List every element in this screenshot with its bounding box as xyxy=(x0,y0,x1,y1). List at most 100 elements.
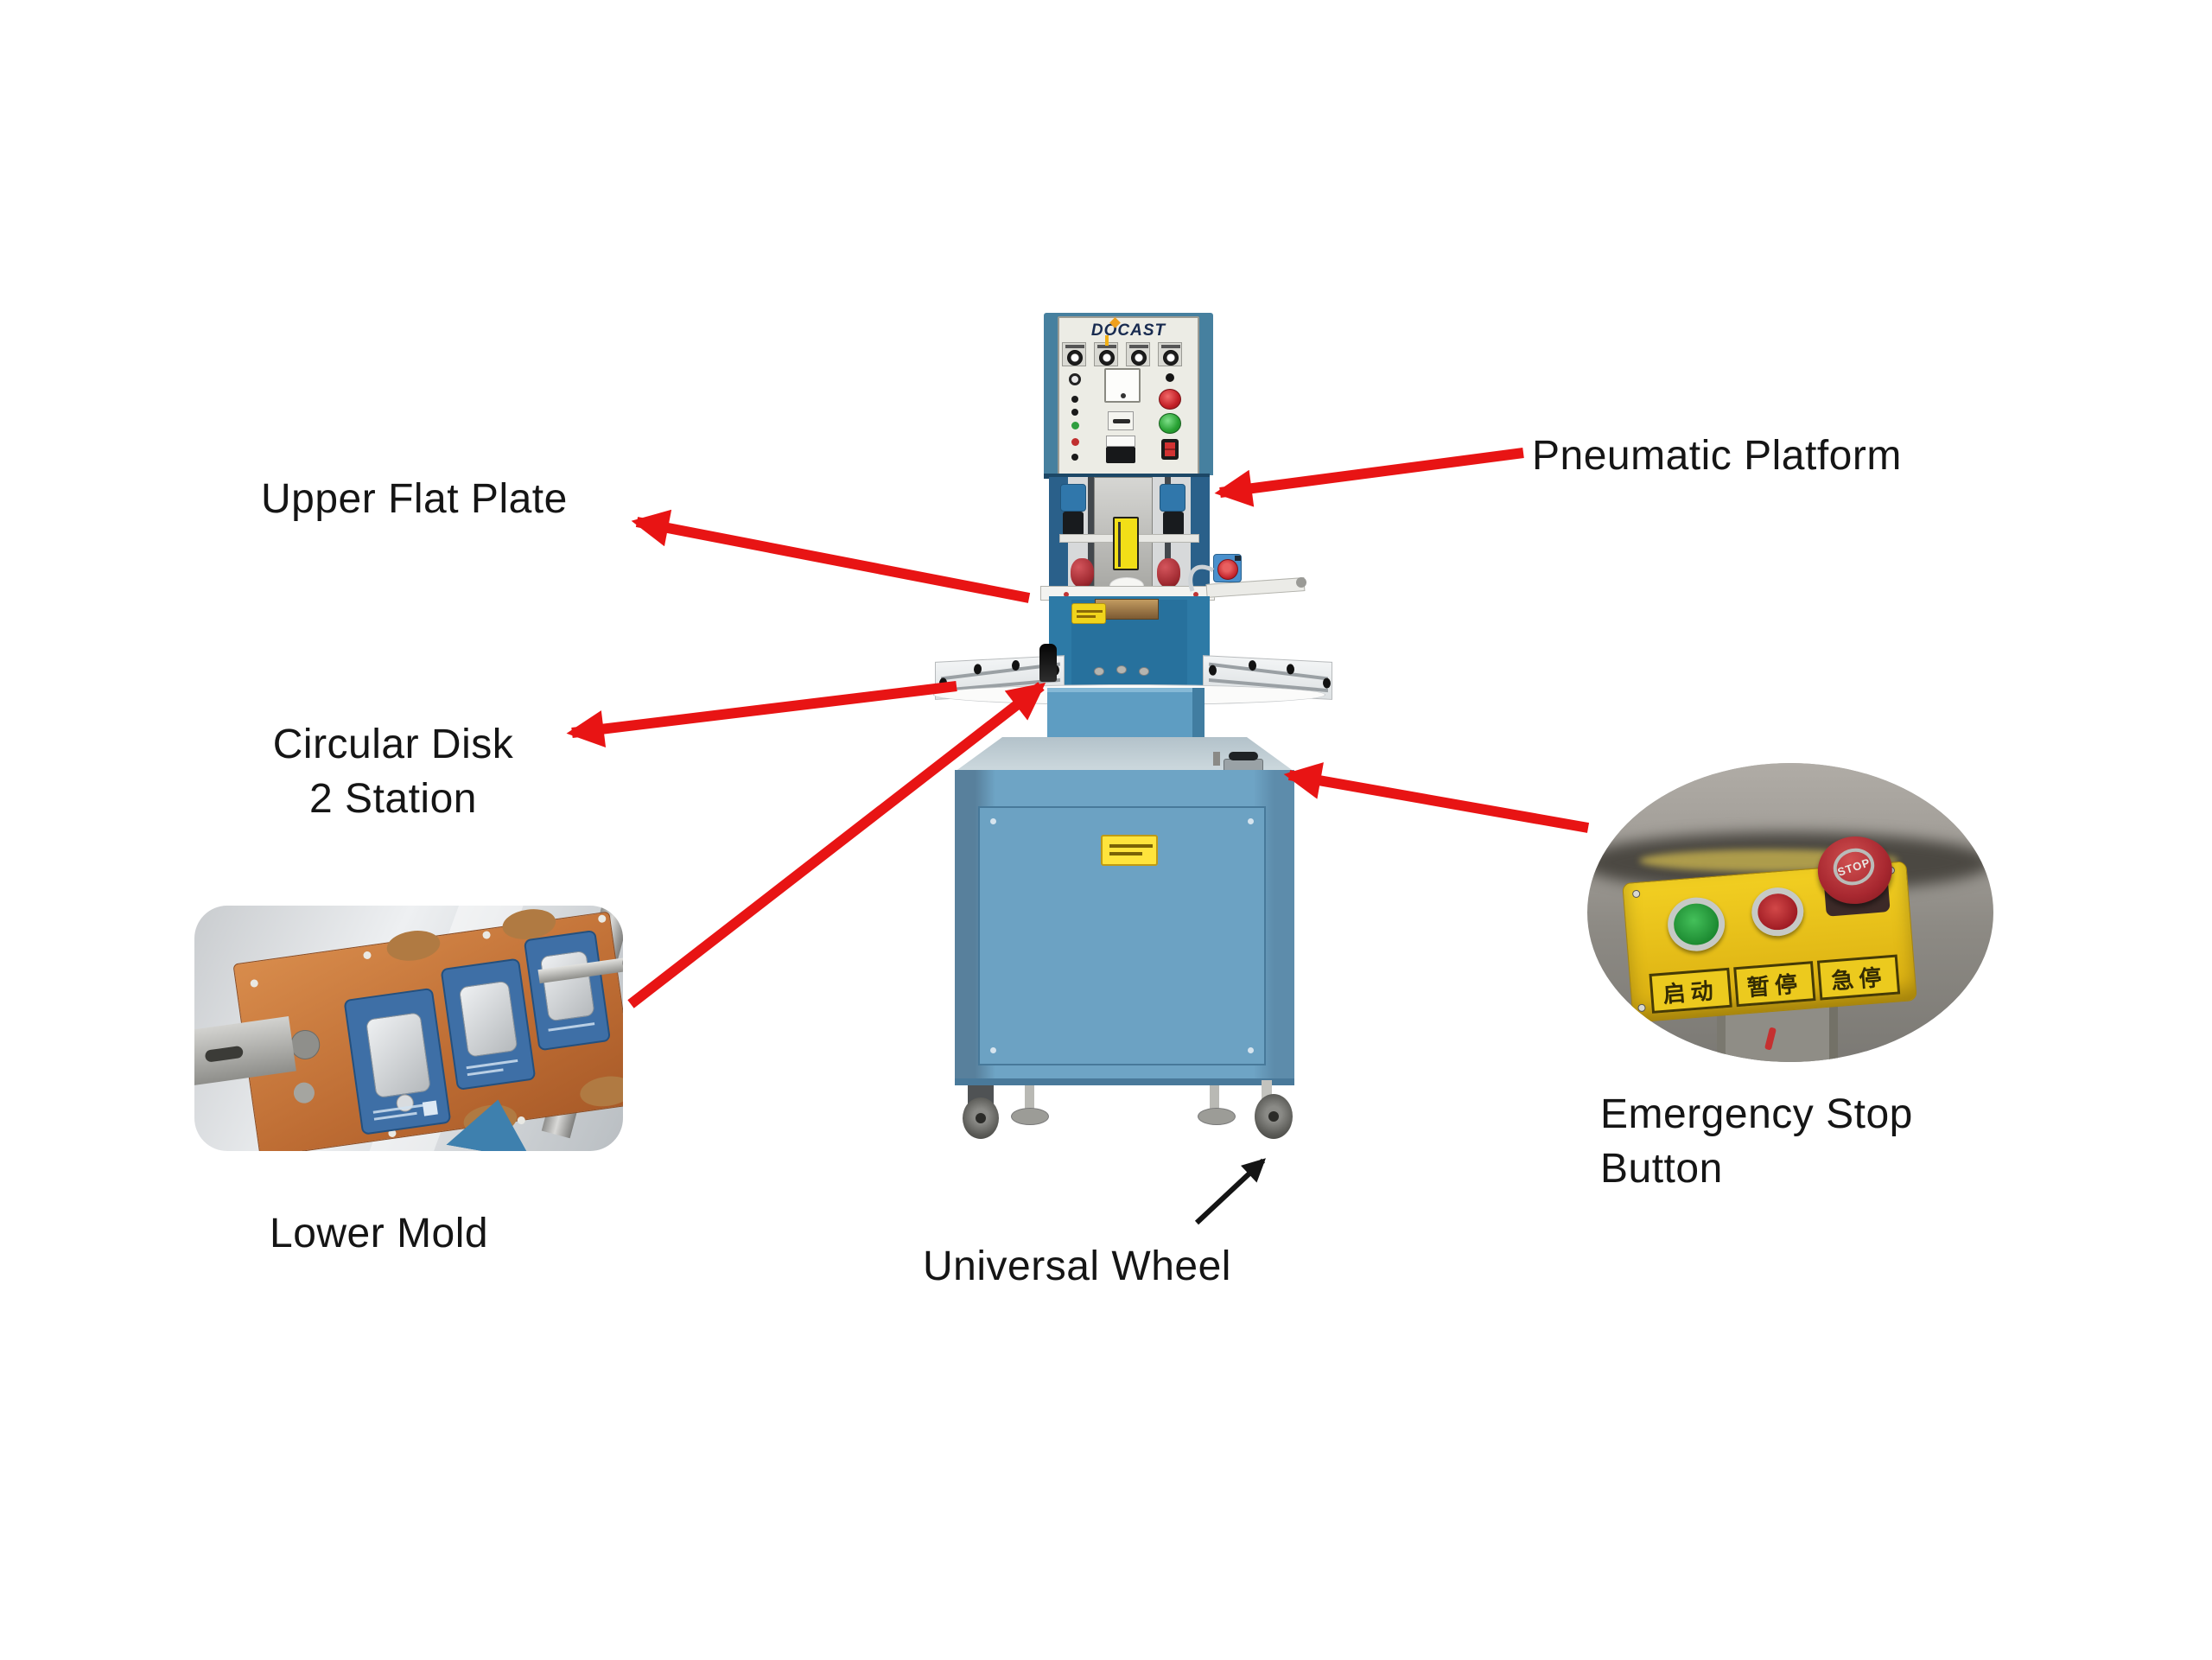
panel-knob-3[interactable] xyxy=(1126,342,1150,366)
estop-label-pause: 暂停 xyxy=(1732,961,1816,1008)
knob-dial[interactable] xyxy=(1067,350,1083,366)
knob-label-strip xyxy=(1065,345,1084,348)
knob-label-strip xyxy=(1097,345,1116,348)
rocker-switch-face xyxy=(1165,442,1175,456)
estop-box: STOP 启动 暂停 急停 xyxy=(1622,833,1917,1023)
green-push-button[interactable] xyxy=(1159,413,1181,434)
label-pneumatic-platform: Pneumatic Platform xyxy=(1532,433,1902,479)
plate-notch xyxy=(385,927,442,964)
panel-knob-2[interactable] xyxy=(1094,335,1118,366)
pedestal-top-highlight xyxy=(1047,688,1205,692)
panel-knob-1[interactable] xyxy=(1062,342,1086,366)
caster-wheel-right xyxy=(1255,1094,1293,1139)
control-head-side-right xyxy=(1198,318,1213,475)
pause-button-red[interactable] xyxy=(1750,885,1806,938)
label-circular-disk-line1: Circular Disk xyxy=(272,722,514,767)
warning-label-line xyxy=(1109,852,1142,855)
indicator-dot-black-2 xyxy=(1071,409,1078,416)
plate-dot-right xyxy=(1193,592,1198,597)
card-text-line xyxy=(548,1022,595,1032)
leveling-foot-left-stem xyxy=(1025,1085,1034,1111)
estop-stop-text: STOP xyxy=(1835,855,1872,879)
box-screw xyxy=(1637,1003,1646,1013)
estop-label-start: 启动 xyxy=(1649,967,1732,1014)
clamp-knob[interactable] xyxy=(939,677,947,689)
estop-stop-ring: STOP xyxy=(1828,843,1879,891)
label-emergency-stop: Emergency Stop Button xyxy=(1600,1087,1913,1197)
cabinet-estop-pin xyxy=(1213,752,1220,766)
warning-label-line xyxy=(1077,610,1103,613)
red-push-button[interactable] xyxy=(1159,389,1181,410)
plate-screw xyxy=(250,978,259,989)
plate-screw xyxy=(362,951,372,960)
pneumatic-cylinder-left xyxy=(1060,484,1086,512)
blister-window xyxy=(458,980,518,1058)
side-arm-bolt xyxy=(1296,577,1306,588)
indicator-dot-red xyxy=(1071,438,1079,446)
card-slot xyxy=(1113,419,1130,423)
knob-dial[interactable] xyxy=(1099,350,1115,366)
indicator-dot-black-1 xyxy=(1071,396,1078,403)
label-universal-wheel: Universal Wheel xyxy=(923,1243,1231,1289)
panel-card-reader[interactable] xyxy=(1108,411,1134,430)
start-button-green[interactable] xyxy=(1665,895,1727,954)
clamp-knob[interactable] xyxy=(1323,677,1331,689)
plate-screw xyxy=(597,914,607,924)
estop-label-text: 启动 xyxy=(1662,976,1719,1008)
panel-screw xyxy=(1248,818,1254,824)
arm-estop-box xyxy=(1213,554,1242,582)
caster-wheel-left xyxy=(963,1097,999,1139)
clamp-knob[interactable] xyxy=(1249,659,1256,671)
wheel-hub xyxy=(976,1113,986,1123)
box-screw xyxy=(1631,889,1641,899)
estop-label-text: 急停 xyxy=(1830,964,1888,994)
plate-hole-small xyxy=(292,1081,316,1105)
blister-card-1 xyxy=(343,987,452,1135)
rocker-switch[interactable] xyxy=(1161,439,1179,460)
panel-screw xyxy=(1248,1047,1254,1053)
panel-knob-4[interactable] xyxy=(1158,342,1182,366)
indicator-dot-green xyxy=(1071,422,1079,429)
label-lower-mold: Lower Mold xyxy=(270,1211,489,1256)
yellow-tool-strip xyxy=(1113,517,1139,570)
panel-meter xyxy=(1104,368,1141,403)
knob-dial[interactable] xyxy=(1163,350,1179,366)
knob-pointer xyxy=(1105,335,1109,346)
plate-notch xyxy=(578,1072,623,1110)
body-bolt-2 xyxy=(1116,665,1127,674)
card-text-line xyxy=(466,1059,518,1070)
indicator-lamp xyxy=(1069,373,1081,385)
estop-label-strip: 启动 暂停 急停 xyxy=(1649,954,1901,1014)
cabinet-latch-handle[interactable] xyxy=(1229,752,1258,760)
card-qr-code xyxy=(422,1100,438,1116)
counter-display xyxy=(1106,447,1135,463)
red-bumper-left xyxy=(1071,558,1094,588)
cylinder-cap-left xyxy=(1063,512,1084,536)
arm-estop-button[interactable] xyxy=(1217,559,1238,580)
label-upper-flat-plate: Upper Flat Plate xyxy=(261,476,568,522)
warning-label-line xyxy=(1077,615,1096,618)
body-bolt-1 xyxy=(1094,667,1104,676)
plate-screw xyxy=(482,930,492,940)
card-text-line xyxy=(467,1068,504,1077)
cabinet-warning-label xyxy=(1101,835,1158,866)
meter-dot xyxy=(1121,393,1126,398)
estop-label-emergency: 急停 xyxy=(1817,954,1901,1001)
knob-dial[interactable] xyxy=(1131,350,1147,366)
plate-dot-left xyxy=(1064,592,1069,597)
blister-card-3 xyxy=(523,929,612,1052)
rotation-handle[interactable] xyxy=(1039,644,1057,682)
rod-bolt xyxy=(621,954,623,972)
lower-mold-photo xyxy=(194,906,623,1151)
counter-top xyxy=(1106,436,1135,447)
clamp-knob[interactable] xyxy=(1287,664,1294,675)
press-separator xyxy=(1044,474,1210,479)
knob-label-strip xyxy=(1129,345,1148,348)
label-circular-disk-line2: 2 Station xyxy=(309,776,477,823)
panel-screw xyxy=(990,818,996,824)
clamp-knob[interactable] xyxy=(1209,665,1217,676)
label-circular-disk: Circular Disk 2 Station xyxy=(242,717,544,827)
red-bumper-right xyxy=(1157,558,1180,588)
tool-strip-line xyxy=(1118,522,1121,567)
